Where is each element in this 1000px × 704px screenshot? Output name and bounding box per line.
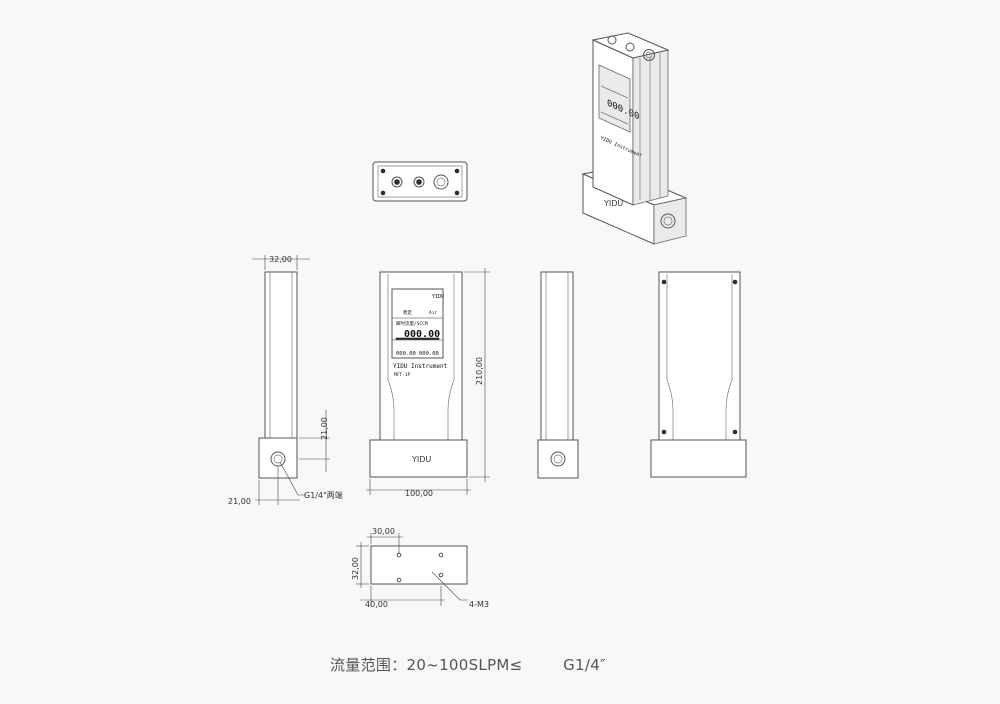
range-value: 20~100SLPM≤ <box>406 656 523 674</box>
dim-side-width: 32,00 <box>269 255 292 264</box>
display-instrument-label: YIDU Instrument <box>393 363 448 370</box>
display-sub-value-1: 000.00 <box>396 351 416 357</box>
display-brand: YIDU <box>432 294 444 300</box>
bottom-view <box>356 533 468 606</box>
dim-bottom-width: 32,00 <box>351 557 360 580</box>
range-label: 流量范围： <box>330 656 407 674</box>
display-model: MFT-1P <box>394 372 411 378</box>
port-spec: G1/4″ <box>563 656 606 674</box>
isometric-view: 000.00 YIDU Instrument YIDU <box>581 32 688 245</box>
dim-port-label: G1/4"两端 <box>304 490 343 500</box>
right-side-view <box>537 271 579 479</box>
svg-text:YIDU: YIDU <box>411 455 431 464</box>
left-side-view <box>252 255 330 505</box>
dim-bottom-length: 40,00 <box>365 600 388 609</box>
front-view: YIDU <box>366 268 490 495</box>
top-view <box>372 161 468 202</box>
back-view <box>650 271 747 478</box>
dim-port-height: 21,00 <box>320 417 329 440</box>
display-status-1: 稳定 <box>403 309 412 316</box>
display-flow-header: 瞬时流量/SCCM <box>396 320 428 327</box>
spec-caption: 流量范围：20~100SLPM≤ G1/4″ <box>330 654 606 675</box>
dim-bottom-hole-x: 30,00 <box>372 527 395 536</box>
display-sub-value-2: 000.00 <box>419 351 439 357</box>
dim-front-width: 100,00 <box>405 489 433 498</box>
display-flow-value: 000.00 <box>404 329 440 340</box>
dim-total-height: 210,00 <box>475 357 484 385</box>
dim-port-offset: 21,00 <box>228 497 251 506</box>
display-status-2: Air <box>429 310 437 316</box>
caption-gap <box>523 656 564 674</box>
svg-text:YIDU: YIDU <box>603 199 623 208</box>
dim-mount-holes: 4-M3 <box>469 600 489 609</box>
